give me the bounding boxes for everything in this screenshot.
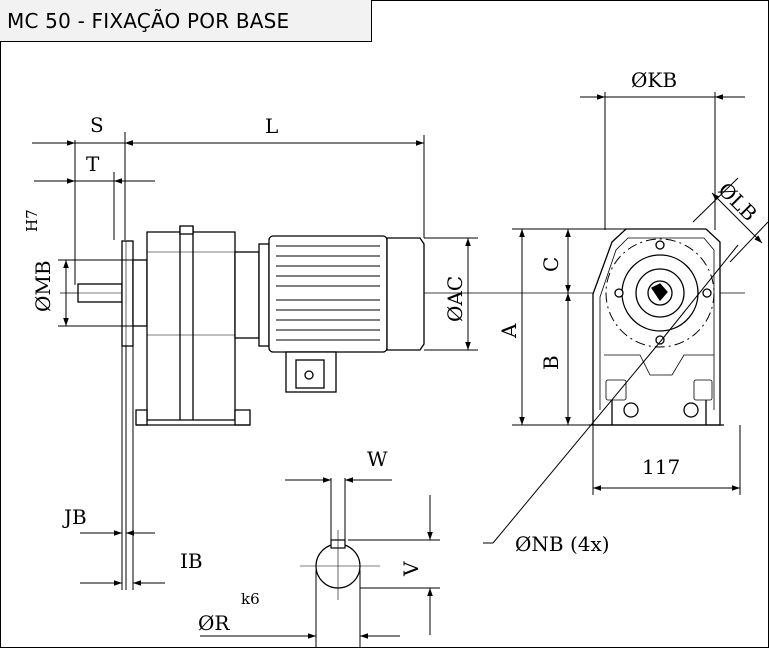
label-lb: ØLB (713, 178, 761, 226)
label-nb: ØNB (4x) (515, 532, 610, 556)
dim-117 (592, 425, 741, 495)
label-kb: ØKB (631, 68, 677, 92)
dim-jb-ib (80, 326, 165, 590)
label-mb: ØMB (31, 260, 55, 312)
title-box: MC 50 - FIXAÇÃO POR BASE (0, 0, 372, 42)
label-t: T (86, 152, 100, 176)
label-a: A (497, 323, 521, 339)
label-v: V (399, 561, 423, 577)
dim-lb (692, 177, 769, 263)
label-b: B (539, 355, 563, 370)
label-ib: IB (180, 549, 203, 573)
leader-nb (483, 244, 739, 544)
label-jb: JB (62, 505, 87, 529)
label-k6: k6 (241, 590, 260, 608)
dim-c-b (560, 228, 571, 425)
dim-v (348, 495, 440, 635)
drawing-title: MC 50 - FIXAÇÃO POR BASE (7, 9, 290, 33)
dim-ac (424, 237, 478, 351)
label-w: W (367, 447, 388, 471)
dim-kb (580, 92, 745, 230)
label-c: C (539, 257, 563, 272)
label-l: L (265, 114, 278, 138)
shaft-section (300, 530, 380, 600)
label-ac: ØAC (443, 276, 467, 322)
dim-r (200, 570, 400, 648)
dim-w (285, 477, 392, 540)
dim-mb (58, 259, 133, 327)
side-view (77, 225, 425, 426)
label-h7: H7 (23, 209, 41, 232)
label-r: ØR (198, 611, 230, 635)
dim-t (34, 172, 155, 240)
label-s: S (90, 113, 104, 137)
label-117: 117 (642, 455, 680, 479)
front-view (589, 228, 724, 426)
dim-l (125, 135, 425, 238)
